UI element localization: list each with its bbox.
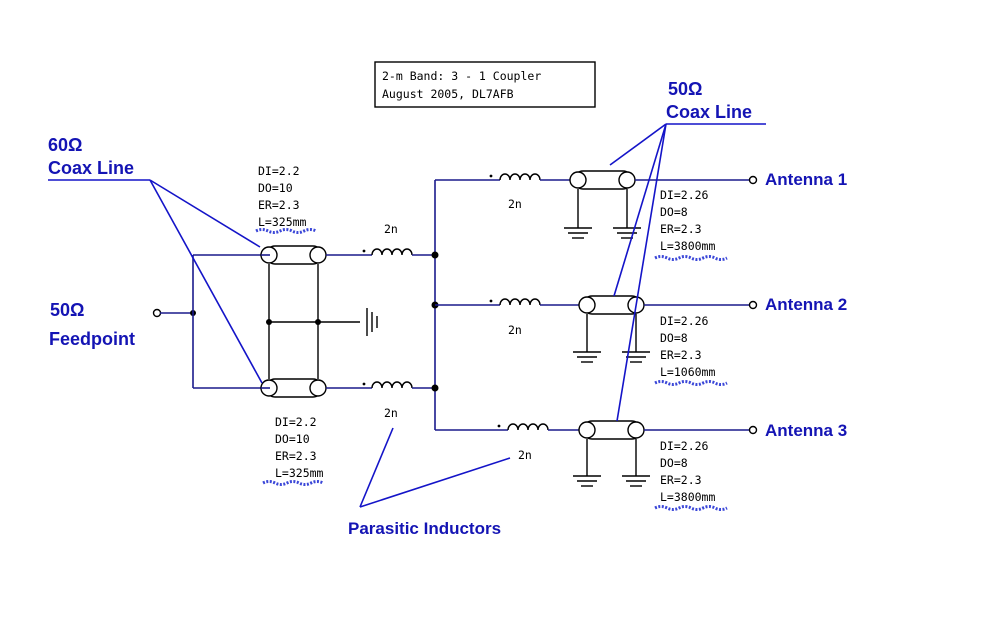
annotation-parasitic: Parasitic Inductors — [348, 427, 511, 538]
shield-node-left — [266, 319, 272, 325]
scribble-mark — [654, 255, 728, 261]
coax50-text-label: Coax Line — [666, 102, 752, 122]
branch-antenna-1 — [435, 170, 758, 239]
spec-line: L=3800mm — [660, 239, 715, 253]
spec-line: L=325mm — [275, 466, 324, 480]
spec-line: DI=2.2 — [275, 415, 317, 429]
spec-line: L=3800mm — [660, 490, 715, 504]
spec-line: DO=10 — [258, 181, 293, 195]
antenna-3-terminal — [748, 425, 758, 435]
coax60-ohm-label: 60Ω — [48, 135, 82, 155]
spec-line: L=325mm — [258, 215, 307, 229]
inductor-branch-2 — [499, 298, 541, 306]
parasitic-pointer-2 — [359, 457, 511, 508]
feed-ohm-label: 50Ω — [50, 300, 84, 320]
inductor-branch-1 — [499, 173, 541, 181]
spec-line: DO=8 — [660, 205, 688, 219]
spec-line: DI=2.2 — [258, 164, 300, 178]
spec-line: ER=2.3 — [660, 473, 702, 487]
coax50-pointer-2 — [613, 123, 667, 297]
spec-input-bottom: DI=2.2 DO=10 ER=2.3 L=325mm — [262, 415, 324, 486]
spec-line: DO=8 — [660, 456, 688, 470]
scribble-mark — [255, 228, 317, 234]
bus-node — [431, 251, 439, 259]
spec-line: DI=2.26 — [660, 314, 709, 328]
coax-60-top-end-right — [309, 246, 327, 264]
spec-input-top: DI=2.2 DO=10 ER=2.3 L=325mm — [255, 164, 317, 234]
annotation-coax-50: 50Ω Coax Line — [609, 79, 766, 422]
inductor-label: 2n — [518, 448, 532, 462]
coax-60-bottom — [260, 378, 327, 398]
inductor-input-bottom — [371, 381, 413, 389]
inductor-label: 2n — [384, 406, 398, 420]
shield-node-right — [315, 319, 321, 325]
feedpoint — [152, 254, 262, 389]
spec-line: DI=2.26 — [660, 439, 709, 453]
title-box: 2-m Band: 3 - 1 Coupler August 2005, DL7… — [374, 61, 596, 108]
parasitic-pointer-1 — [359, 427, 394, 508]
coax-60-top — [260, 245, 327, 265]
inductor-label: 2n — [508, 323, 522, 337]
scribble-mark — [654, 505, 728, 511]
inductor-dot — [362, 382, 366, 386]
inductor-label: 2n — [508, 197, 522, 211]
branch-antenna-3 — [435, 420, 758, 487]
annotation-coax-60: 60Ω Coax Line — [48, 135, 263, 384]
coax50-pointer-1 — [609, 123, 667, 166]
spec-line: ER=2.3 — [660, 348, 702, 362]
feedpoint-terminal — [152, 308, 162, 318]
spec-line: DO=10 — [275, 432, 310, 446]
coax50-pointer-3 — [616, 123, 667, 422]
coax50-ohm-label: 50Ω — [668, 79, 702, 99]
scribble-mark — [262, 480, 324, 486]
title-box-frame — [374, 61, 596, 108]
inductor-input-top — [371, 248, 413, 256]
title-line-1: 2-m Band: 3 - 1 Coupler — [382, 69, 541, 83]
spec-line: ER=2.3 — [275, 449, 317, 463]
antenna-1-terminal — [748, 175, 758, 185]
antenna-2-label: Antenna 2 — [765, 295, 847, 314]
coax60-pointer-bottom — [149, 179, 263, 384]
spec-line: L=1060mm — [660, 365, 715, 379]
inductor-dot — [362, 249, 366, 253]
spec-ant1: DI=2.26 DO=8 ER=2.3 L=3800mm — [654, 188, 728, 261]
ground-symbol-chassis — [366, 308, 378, 336]
branch-antenna-2 — [435, 295, 758, 363]
spec-line: DO=8 — [660, 331, 688, 345]
antenna-2-terminal — [748, 300, 758, 310]
coax60-pointer-top — [149, 179, 261, 248]
feed-text-label: Feedpoint — [49, 329, 135, 349]
bus-node — [431, 384, 439, 392]
coax-60-bottom-end-right — [309, 379, 327, 397]
scribble-mark — [654, 380, 728, 386]
inductor-branch-3 — [507, 423, 549, 431]
antenna-1-label: Antenna 1 — [765, 170, 847, 189]
spec-line: ER=2.3 — [258, 198, 300, 212]
spec-line: DI=2.26 — [660, 188, 709, 202]
spec-ant2: DI=2.26 DO=8 ER=2.3 L=1060mm — [654, 314, 728, 386]
spec-ant3: DI=2.26 DO=8 ER=2.3 L=3800mm — [654, 439, 728, 511]
title-line-2: August 2005, DL7AFB — [382, 87, 514, 101]
inductor-label: 2n — [384, 222, 398, 236]
spec-line: ER=2.3 — [660, 222, 702, 236]
parasitic-label: Parasitic Inductors — [348, 519, 501, 538]
coax60-text-label: Coax Line — [48, 158, 134, 178]
antenna-3-label: Antenna 3 — [765, 421, 847, 440]
